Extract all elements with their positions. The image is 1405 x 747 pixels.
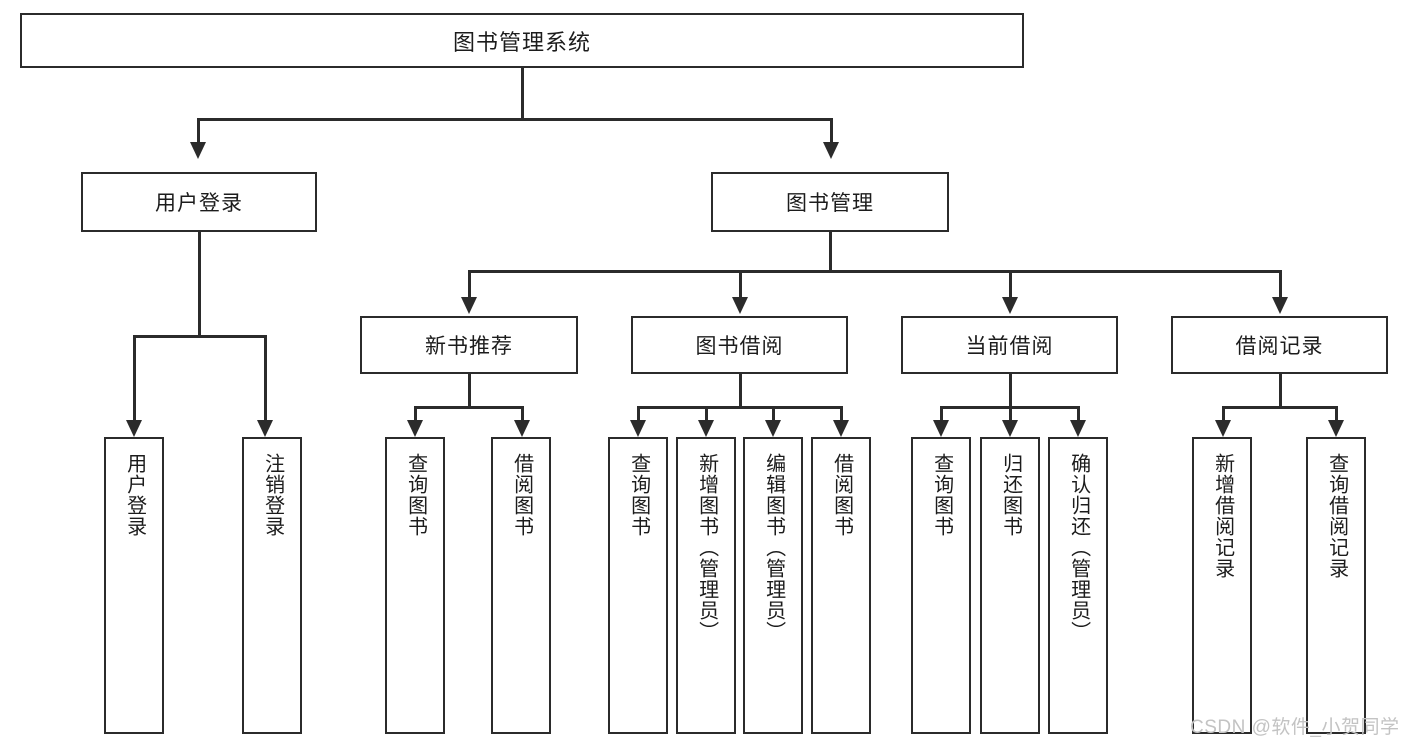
node-leaf-borrow-book-recommend[interactable]: 借阅图书 bbox=[491, 437, 551, 734]
arrow-to-leaf-add-record bbox=[1215, 420, 1231, 437]
arrow-to-leaf-confirm-return bbox=[1070, 420, 1086, 437]
arrow-to-borrow-record bbox=[1272, 297, 1288, 314]
connector-level1-drop-user-login bbox=[197, 118, 200, 142]
node-label: 注销登录 bbox=[261, 453, 284, 537]
node-label: 查询图书 bbox=[930, 453, 953, 537]
connector-new-book-recommend-bar bbox=[414, 406, 524, 409]
connector-drop-borrow-record bbox=[1279, 270, 1282, 297]
connector-user-login-bar bbox=[133, 335, 265, 338]
node-user-login[interactable]: 用户登录 bbox=[81, 172, 317, 232]
connector-level1-drop-book-manage bbox=[830, 118, 833, 142]
arrow-to-new-book-recommend bbox=[461, 297, 477, 314]
connector-drop-leaf-user-login bbox=[133, 335, 136, 420]
connector-drop-leaf-add-book bbox=[705, 406, 708, 420]
node-leaf-borrow-book-borrow[interactable]: 借阅图书 bbox=[811, 437, 871, 734]
node-leaf-query-book-recommend[interactable]: 查询图书 bbox=[385, 437, 445, 734]
arrow-to-leaf-query-record bbox=[1328, 420, 1344, 437]
node-borrow-record[interactable]: 借阅记录 bbox=[1171, 316, 1388, 374]
connector-drop-leaf-query-record bbox=[1335, 406, 1338, 420]
node-current-borrow[interactable]: 当前借阅 bbox=[901, 316, 1118, 374]
node-leaf-query-book-current[interactable]: 查询图书 bbox=[911, 437, 971, 734]
connector-drop-leaf-borrow-book-1 bbox=[521, 406, 524, 420]
arrow-to-leaf-user-logout bbox=[257, 420, 273, 437]
node-book-borrow[interactable]: 图书借阅 bbox=[631, 316, 848, 374]
connector-book-manage-stem bbox=[829, 232, 832, 270]
node-label: 借阅图书 bbox=[510, 453, 533, 537]
node-label: 查询图书 bbox=[627, 453, 650, 537]
node-root-book-management-system[interactable]: 图书管理系统 bbox=[20, 13, 1024, 68]
node-label: 图书管理系统 bbox=[452, 29, 591, 55]
connector-new-book-recommend-stem bbox=[468, 374, 471, 406]
node-leaf-return-book[interactable]: 归还图书 bbox=[980, 437, 1040, 734]
arrow-to-leaf-borrow-book-2 bbox=[833, 420, 849, 437]
arrow-to-leaf-user-login bbox=[126, 420, 142, 437]
connector-drop-leaf-query-book-2 bbox=[637, 406, 640, 420]
arrow-to-leaf-query-book-2 bbox=[630, 420, 646, 437]
node-leaf-add-book-admin[interactable]: 新增图书（管理员） bbox=[676, 437, 736, 734]
node-book-management[interactable]: 图书管理 bbox=[711, 172, 949, 232]
connector-drop-book-borrow bbox=[739, 270, 742, 297]
arrow-to-user-login bbox=[190, 142, 206, 159]
connector-borrow-record-stem bbox=[1279, 374, 1282, 406]
arrow-to-leaf-query-book-1 bbox=[407, 420, 423, 437]
connector-drop-leaf-user-logout bbox=[264, 335, 267, 420]
connector-drop-new-book-recommend bbox=[468, 270, 471, 297]
node-leaf-confirm-return-admin[interactable]: 确认归还（管理员） bbox=[1048, 437, 1108, 734]
node-label: 编辑图书（管理员） bbox=[762, 453, 785, 642]
connector-book-borrow-stem bbox=[739, 374, 742, 406]
node-leaf-query-book-borrow[interactable]: 查询图书 bbox=[608, 437, 668, 734]
connector-drop-leaf-query-book-3 bbox=[940, 406, 943, 420]
node-label: 当前借阅 bbox=[965, 335, 1054, 358]
connector-book-borrow-bar bbox=[637, 406, 843, 409]
connector-drop-leaf-edit-book bbox=[772, 406, 775, 420]
arrow-to-current-borrow bbox=[1002, 297, 1018, 314]
connector-current-borrow-stem bbox=[1009, 374, 1012, 406]
node-label: 新增借阅记录 bbox=[1211, 453, 1234, 579]
node-label: 新增图书（管理员） bbox=[695, 453, 718, 642]
connector-drop-leaf-return-book bbox=[1009, 406, 1012, 420]
connector-user-login-stem bbox=[198, 232, 201, 335]
connector-root-stem bbox=[521, 68, 524, 118]
connector-level2-bar bbox=[468, 270, 1280, 273]
connector-drop-leaf-query-book-1 bbox=[414, 406, 417, 420]
node-label: 新书推荐 bbox=[425, 335, 513, 358]
node-leaf-edit-book-admin[interactable]: 编辑图书（管理员） bbox=[743, 437, 803, 734]
node-label: 图书管理 bbox=[786, 192, 874, 215]
arrow-to-leaf-query-book-3 bbox=[933, 420, 949, 437]
arrow-to-book-borrow bbox=[732, 297, 748, 314]
connector-borrow-record-bar bbox=[1222, 406, 1338, 409]
arrow-to-leaf-add-book bbox=[698, 420, 714, 437]
connector-drop-current-borrow bbox=[1009, 270, 1012, 297]
node-label: 用户登录 bbox=[123, 453, 146, 537]
node-label: 查询借阅记录 bbox=[1325, 453, 1348, 579]
node-label: 确认归还（管理员） bbox=[1067, 453, 1090, 642]
connector-drop-leaf-borrow-book-2 bbox=[840, 406, 843, 420]
connector-drop-leaf-confirm-return bbox=[1077, 406, 1080, 420]
node-new-book-recommend[interactable]: 新书推荐 bbox=[360, 316, 578, 374]
arrow-to-book-manage bbox=[823, 142, 839, 159]
node-leaf-query-borrow-record[interactable]: 查询借阅记录 bbox=[1306, 437, 1366, 734]
arrow-to-leaf-borrow-book-1 bbox=[514, 420, 530, 437]
node-leaf-user-login[interactable]: 用户登录 bbox=[104, 437, 164, 734]
connector-level1-bar bbox=[197, 118, 833, 121]
arrow-to-leaf-return-book bbox=[1002, 420, 1018, 437]
node-label: 图书借阅 bbox=[695, 335, 784, 358]
connector-drop-leaf-add-record bbox=[1222, 406, 1225, 420]
node-label: 归还图书 bbox=[999, 453, 1022, 537]
node-label: 借阅记录 bbox=[1235, 335, 1324, 358]
node-label: 借阅图书 bbox=[830, 453, 853, 537]
node-leaf-add-borrow-record[interactable]: 新增借阅记录 bbox=[1192, 437, 1252, 734]
node-leaf-user-logout[interactable]: 注销登录 bbox=[242, 437, 302, 734]
arrow-to-leaf-edit-book bbox=[765, 420, 781, 437]
node-label: 查询图书 bbox=[404, 453, 427, 537]
node-label: 用户登录 bbox=[155, 192, 243, 215]
